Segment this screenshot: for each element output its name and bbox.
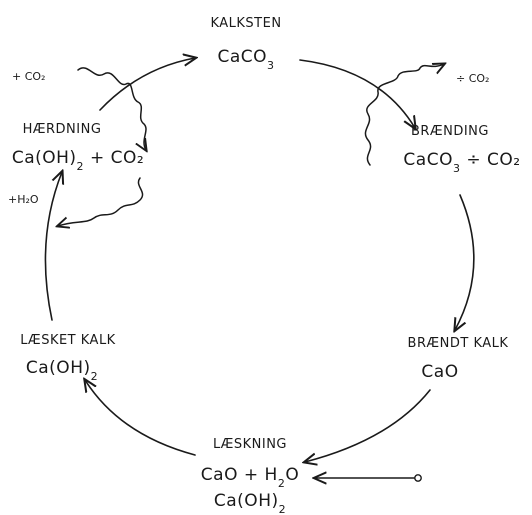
laesket-kalk-formula: Ca(OH)2 — [26, 358, 98, 383]
laesket-kalk-label: LÆSKET KALK — [20, 333, 115, 348]
laeskning-formula: CaO + H2O — [201, 465, 299, 490]
minus-co2-label: ÷ CO₂ — [456, 72, 489, 85]
kalksten-formula: CaCO3 — [217, 47, 274, 72]
arrow-laesket-kalk-to-haerdning — [44, 172, 62, 321]
arrow-braendt-kalk-to-laeskning — [305, 389, 431, 462]
wavy-arrow-h2o-out — [58, 177, 144, 226]
arrow-haerdning-to-kalksten — [99, 58, 195, 111]
plus-h2o-label: +H₂O — [8, 193, 39, 206]
braendt-kalk-label: BRÆNDT KALK — [408, 336, 509, 351]
arrow-kalksten-to-braending — [299, 59, 415, 128]
haerdning-label: HÆRDNING — [23, 122, 102, 137]
arrow-braending-to-braendt-kalk — [455, 194, 475, 330]
plus-co2-label: + CO₂ — [12, 70, 45, 83]
arrow-laeskning-to-laesket-kalk — [85, 380, 196, 456]
braendt-kalk-formula: CaO — [421, 362, 458, 382]
braending-label: BRÆNDING — [411, 124, 489, 139]
kalksten-label: KALKSTEN — [210, 16, 281, 31]
wavy-arrow-co2-out — [364, 64, 444, 166]
laeskning-label: LÆSKNING — [213, 437, 287, 452]
water-input-source-dot — [414, 474, 422, 482]
braending-formula: CaCO3 ÷ CO₂ — [403, 150, 520, 175]
laeskning-result: Ca(OH)2 — [214, 491, 286, 515]
haerdning-formula: Ca(OH)2 + CO₂ — [12, 148, 144, 173]
wavy-arrow-co2-in — [77, 67, 146, 150]
